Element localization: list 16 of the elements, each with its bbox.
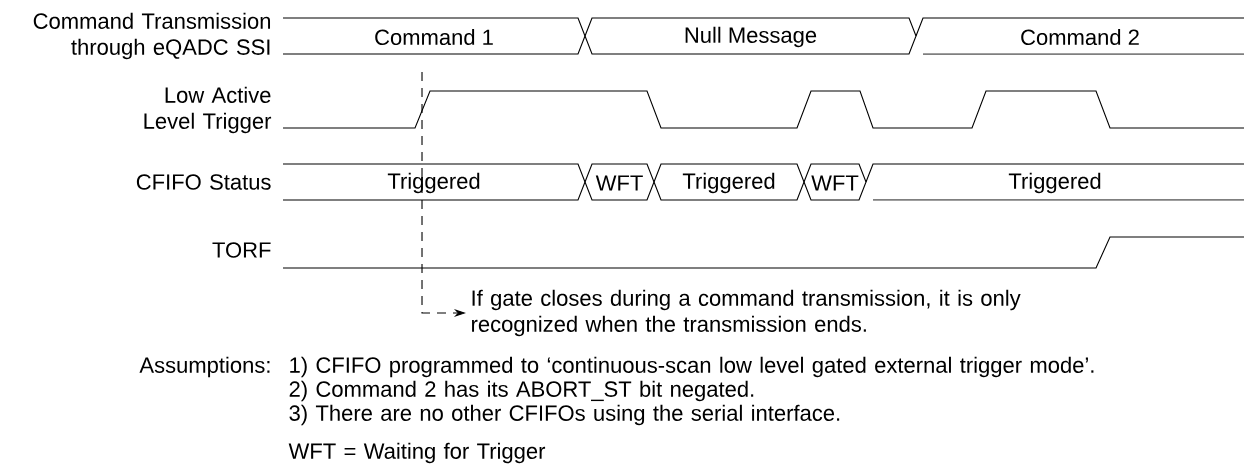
bus-segment: Triggered bbox=[653, 163, 805, 201]
bus-segment: WFT bbox=[803, 163, 867, 201]
bus-segment: Command 2 bbox=[915, 17, 1244, 55]
note-text: If gate closes during a command transmission, it is only recognized when the transmission ends. bbox=[472, 289, 1021, 337]
bus-segment: Triggered bbox=[282, 163, 586, 201]
bus-segment: WFT bbox=[584, 163, 655, 201]
note-text: 3) There are no other CFIFOs using the serial interface. bbox=[289, 404, 840, 426]
note-text: WFT = Waiting for Trigger bbox=[288, 442, 546, 464]
bus-segment: Null Message bbox=[584, 17, 917, 55]
note-text: 2) Command 2 has its ABORT_ST bit negated. bbox=[289, 380, 754, 402]
note-text: Assumptions: bbox=[139, 356, 270, 378]
note-text: 1) CFIFO programmed to ‘continuous-scan low level gated external trigger mode’. bbox=[290, 356, 1094, 378]
signal-label: TORF bbox=[212, 242, 271, 258]
signal-label: Low Active Level Trigger bbox=[144, 86, 272, 134]
bus-segment: Command 1 bbox=[282, 17, 586, 55]
bus-segment: Triggered bbox=[865, 163, 1244, 201]
